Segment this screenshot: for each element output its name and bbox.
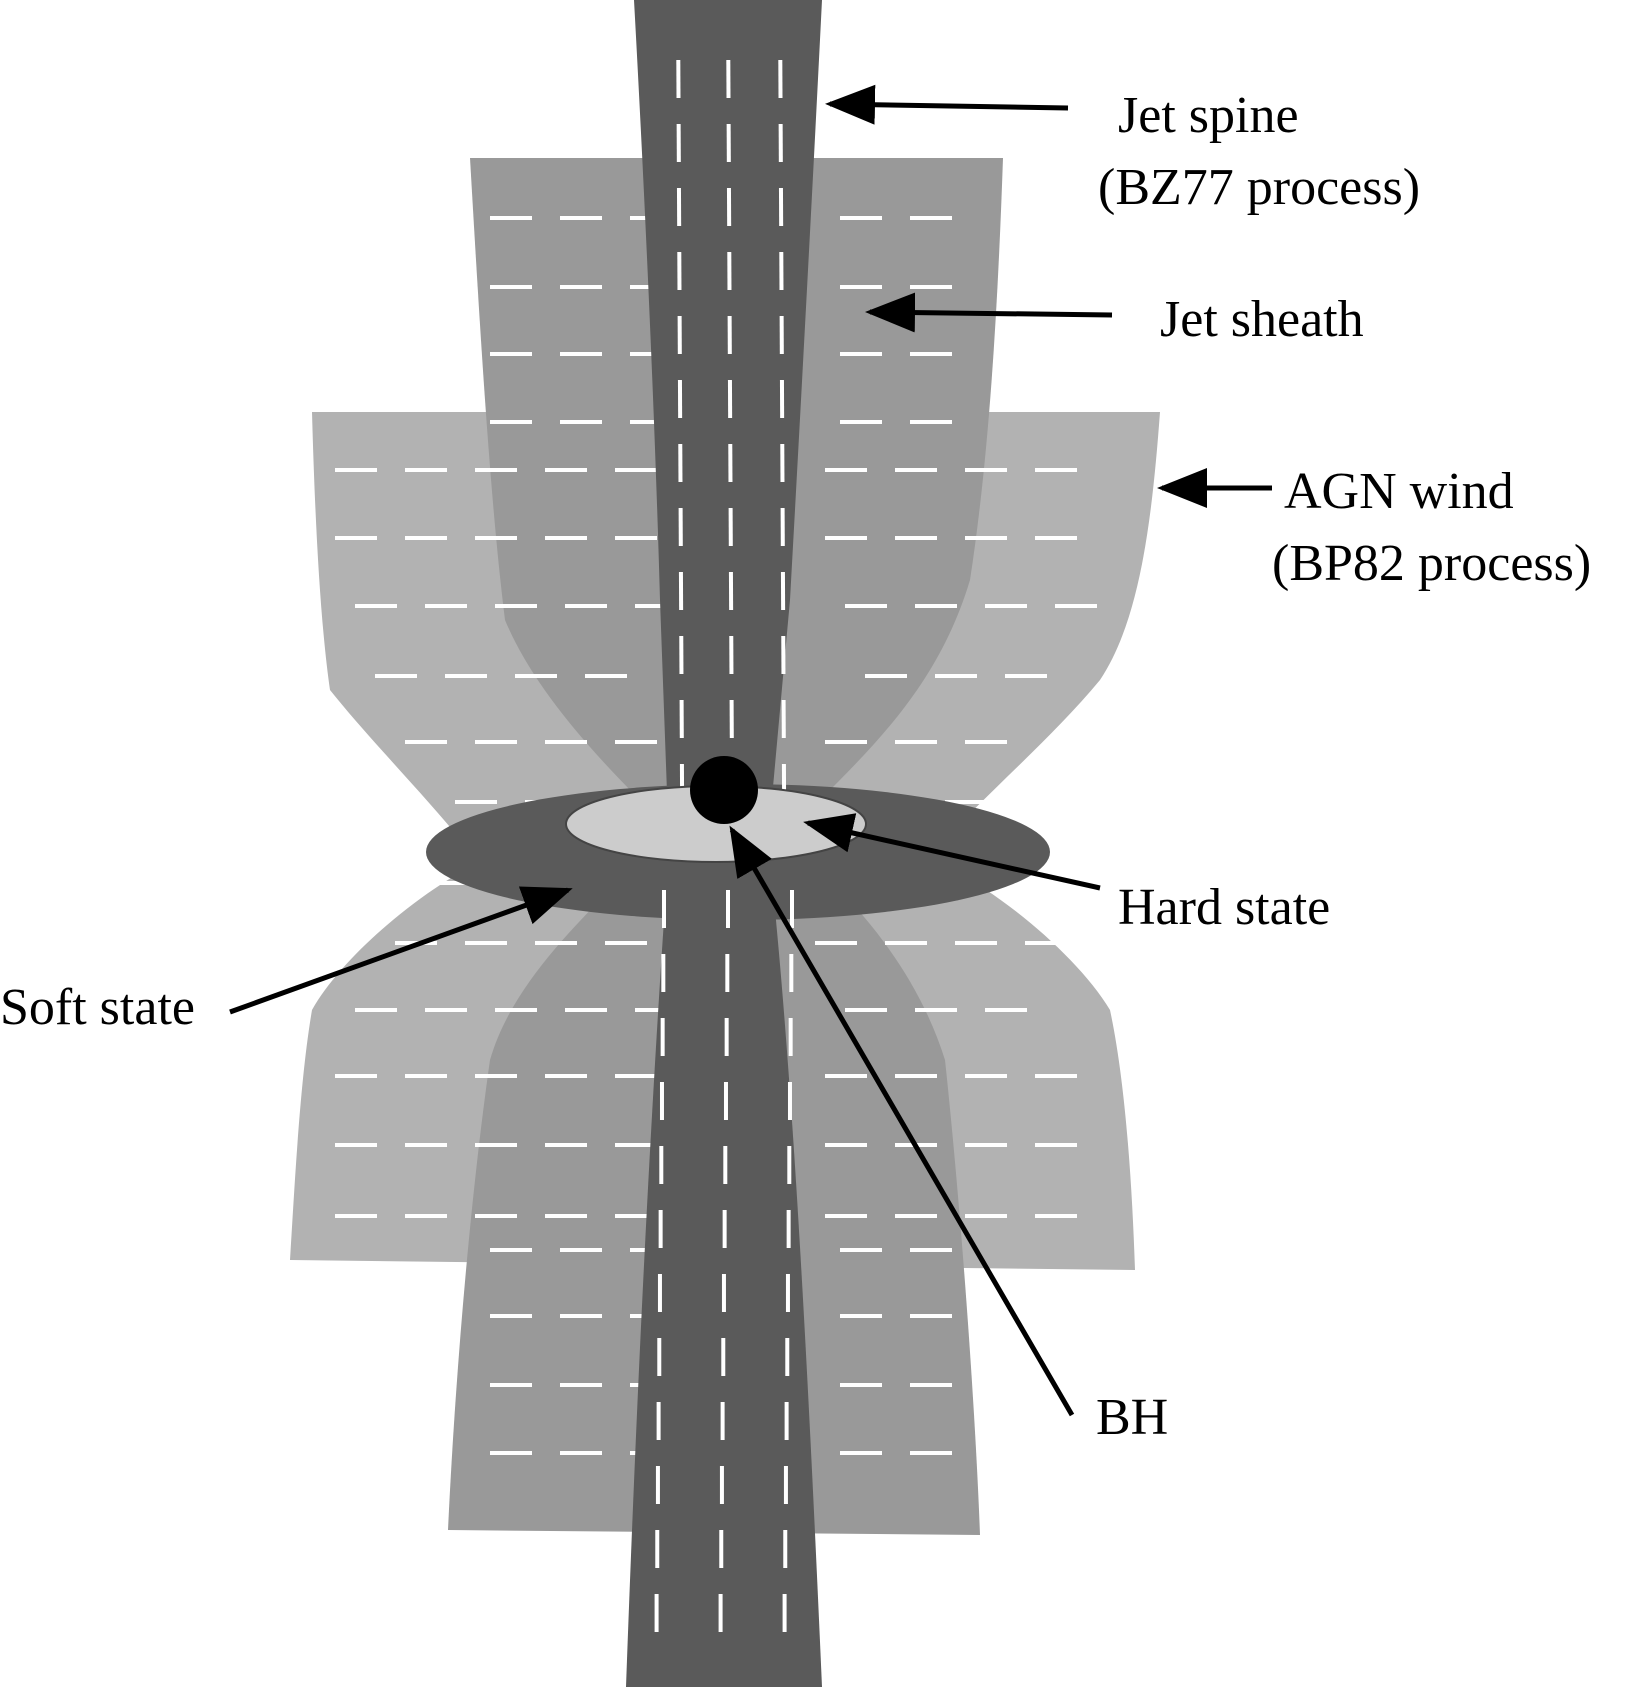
- jet-sheath-label: Jet sheath: [1160, 291, 1364, 348]
- agn-wind-label-line2: (BP82 process): [1272, 535, 1592, 592]
- bh-arrow: [729, 825, 1075, 1417]
- hard-state-arrow: [803, 813, 1101, 891]
- jet-spine-label-line2: (BZ77 process): [1098, 159, 1421, 216]
- jet-spine-lower: [626, 860, 822, 1687]
- jet-sheath-arrow: [865, 292, 1113, 333]
- jet-spine-arrow: [825, 84, 1069, 125]
- bh-label: BH: [1096, 1389, 1169, 1446]
- soft-state-arrow: [229, 886, 573, 1015]
- jet-spine-label: Jet spine (BZ77 process): [1098, 80, 1420, 224]
- soft-state-label: Soft state: [0, 979, 195, 1036]
- black-hole: [690, 756, 758, 824]
- agn-wind-label: AGN wind (BP82 process): [1272, 456, 1591, 600]
- agn-wind-label-line1: AGN wind: [1284, 463, 1514, 520]
- jet-spine-label-line1: Jet spine: [1118, 87, 1299, 144]
- hard-state-label: Hard state: [1118, 879, 1331, 936]
- jet-spine-flow-dashes: [654, 59, 794, 1632]
